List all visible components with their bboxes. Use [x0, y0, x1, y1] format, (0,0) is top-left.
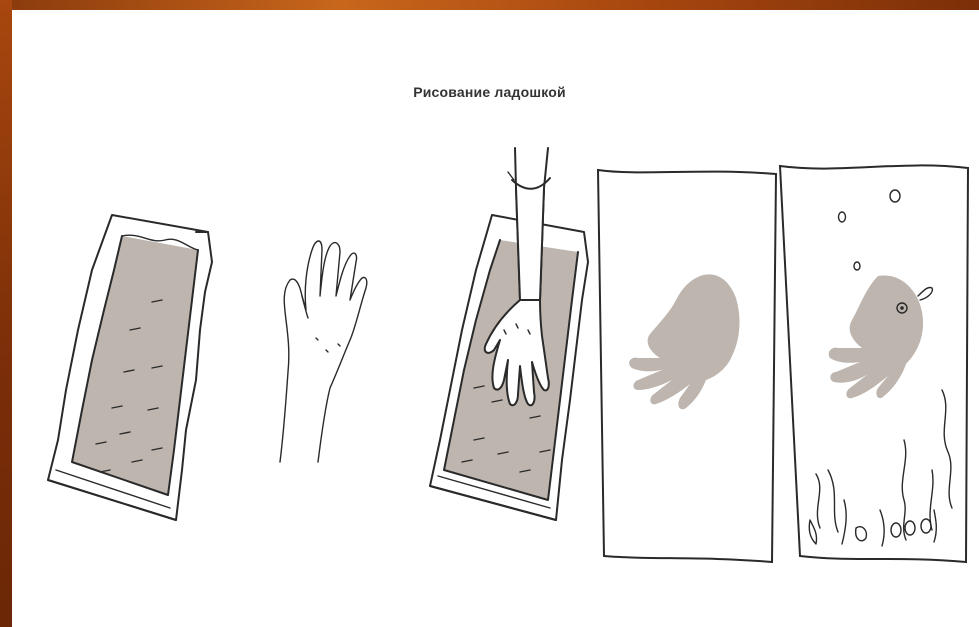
handprint-on-paper-image	[598, 170, 776, 562]
hand-in-tray-image	[430, 148, 588, 520]
handprint-fish-picture-image	[780, 165, 968, 562]
hand-image	[280, 241, 367, 462]
tray-with-paint-image	[48, 215, 212, 520]
